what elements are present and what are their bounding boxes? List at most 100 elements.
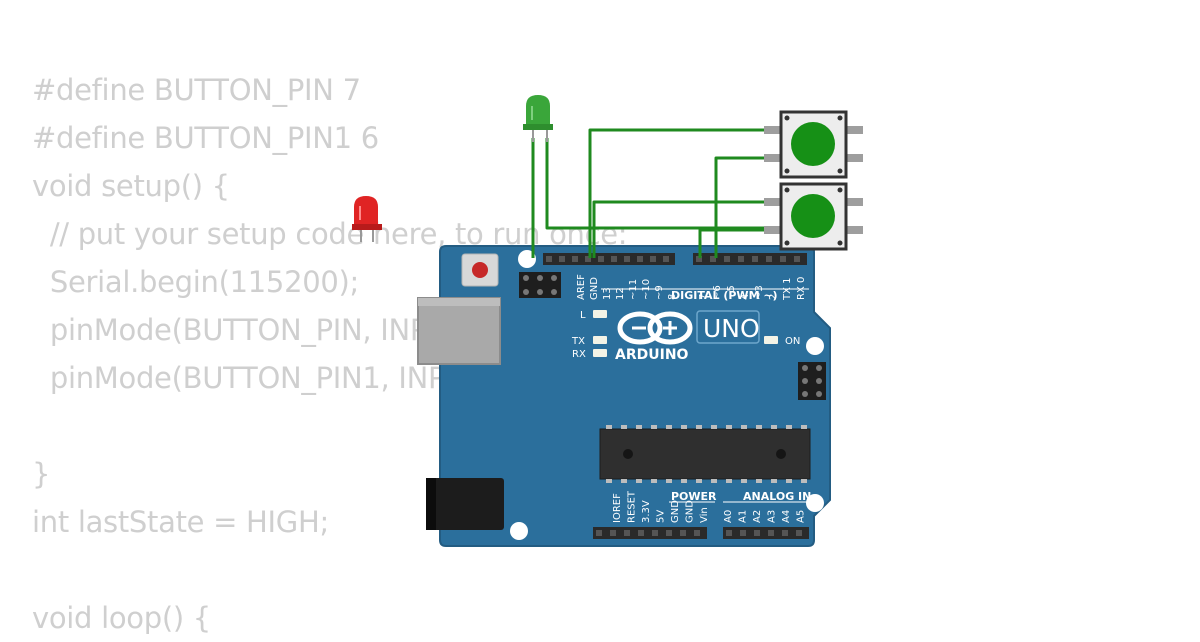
header-pin[interactable] [650,256,656,262]
chip-pin [666,425,672,429]
chip-pin [771,479,777,483]
mounting-hole [806,337,824,355]
digital-pin-label: 4 [740,294,751,300]
chip-pin [741,425,747,429]
power-header [593,527,707,539]
header-pin[interactable] [559,256,565,262]
mounting-hole [806,494,824,512]
chip-pin [621,479,627,483]
header-pin[interactable] [740,530,746,536]
pin-label: A4 [781,510,792,523]
power-label: POWER [671,490,717,503]
header-pin[interactable] [794,256,800,262]
header-pin[interactable] [754,530,760,536]
header-pin[interactable] [696,256,702,262]
header-pin[interactable] [666,530,672,536]
header-pin[interactable] [710,256,716,262]
chip-pin [606,479,612,483]
pin-label: 5V [656,510,667,523]
digital-pin-label: RX 0 [796,277,807,300]
chip-pin [606,425,612,429]
chip-pin [711,479,717,483]
digital-pin-label: ~10 [641,279,652,300]
header-pin[interactable] [610,530,616,536]
header-pin[interactable] [738,256,744,262]
wire-led-anode [545,138,863,230]
chip-pin [696,479,702,483]
header-pin[interactable] [752,256,758,262]
led-rx [593,349,607,357]
pin-label: GND [685,500,696,523]
header-pin[interactable] [572,256,578,262]
chip-pin [726,479,732,483]
header-pin[interactable] [724,256,730,262]
tx-label: TX [571,336,585,347]
digital-pin-label: ~3 [754,285,765,300]
code-line: int lastState = HIGH; [32,505,329,539]
rx-label: RX [572,349,586,360]
push-button-1[interactable] [764,110,863,179]
power-analog-header [593,527,809,539]
model-label: UNO [703,314,760,343]
pin-label: RESET [627,490,638,523]
header-pin[interactable] [766,256,772,262]
led-l-label: L [580,310,586,321]
on-label: ON [785,336,800,347]
digital-pin-label: AREF [576,274,587,300]
led-tx [593,336,607,344]
digital-pin-label: 2 [768,294,779,300]
icsp-header [519,272,561,298]
chip-pin [756,425,762,429]
code-line: void setup() { [32,169,230,203]
dc-power-jack [426,478,504,530]
chip-pin [786,479,792,483]
code-line: Serial.begin(115200); [32,265,360,299]
header-pin[interactable] [768,530,774,536]
header-pin[interactable] [637,256,643,262]
arduino-logo-icon [617,311,693,345]
chip-pin [681,425,687,429]
header-pin[interactable] [624,256,630,262]
header-pin[interactable] [638,530,644,536]
icsp-header-right [798,362,826,400]
header-pin[interactable] [585,256,591,262]
chip-pin [696,425,702,429]
pin-label: A3 [767,510,778,523]
chip-pin [786,425,792,429]
brand-label: ARDUINO [615,347,689,363]
chip-pin [801,425,807,429]
header-pin[interactable] [780,256,786,262]
header-pin[interactable] [726,530,732,536]
header-pin[interactable] [694,530,700,536]
digital-pin-label: 13 [602,287,613,300]
header-pin[interactable] [611,256,617,262]
wire-button2-a [592,200,781,258]
chip-pin [741,479,747,483]
header-pin[interactable] [663,256,669,262]
led-green[interactable] [523,95,553,142]
digital-pin-header [543,253,807,265]
digital-pin-label: ~5 [726,285,737,300]
chip-pin [636,425,642,429]
pin-label: A0 [723,510,734,523]
header-pin[interactable] [680,530,686,536]
header-pin[interactable] [796,530,802,536]
header-pin[interactable] [546,256,552,262]
header-pin[interactable] [624,530,630,536]
reset-button-cap [472,262,488,278]
header-pin[interactable] [652,530,658,536]
header-pin[interactable] [598,256,604,262]
chip-pin [651,425,657,429]
code-editor-text: #define BUTTON_PIN 7#define BUTTON_PIN1 … [32,66,628,642]
led-red[interactable] [352,196,382,242]
push-button-2[interactable] [764,182,863,251]
digital-pin-label: 8 [667,294,678,300]
digital-pin-label: ~9 [654,285,665,300]
chip-pin [711,425,717,429]
header-pin[interactable] [596,530,602,536]
header-pin[interactable] [782,530,788,536]
